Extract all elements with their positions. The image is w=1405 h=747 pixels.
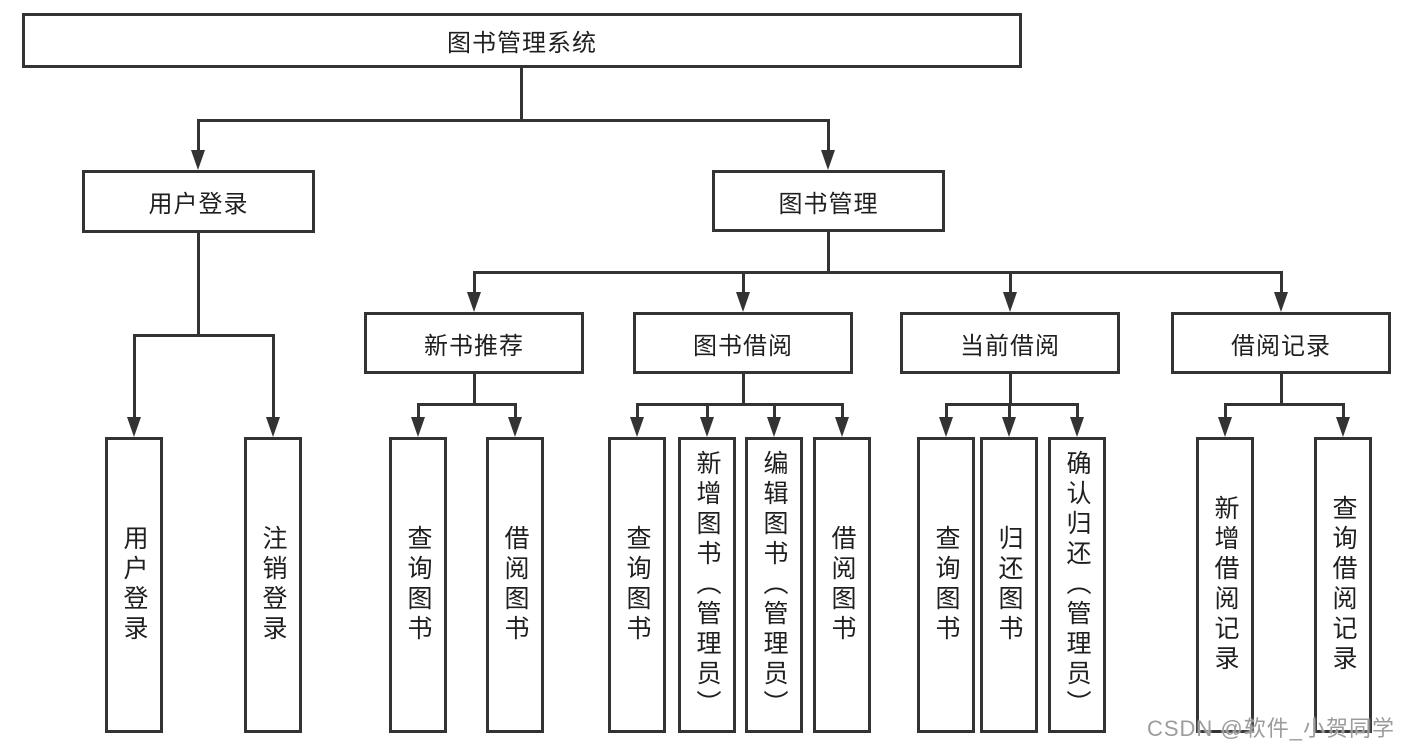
leaf-records-query-record: 查询借阅记录 <box>1314 437 1372 733</box>
connector-to-leaf-cur-confirm <box>1076 403 1079 419</box>
connector-to-leaf-logout <box>272 334 275 419</box>
connector-to-borrow-records <box>1280 271 1283 295</box>
connector-to-book-borrow <box>742 271 745 295</box>
node-root: 图书管理系统 <box>22 13 1022 68</box>
connector-new-book-recommend-stem <box>473 372 476 405</box>
connector-to-current-borrow <box>1009 271 1012 295</box>
node-current-borrow: 当前借阅 <box>900 312 1120 374</box>
node-book-management: 图书管理 <box>712 170 945 232</box>
arrowhead-leaf-logout-icon <box>266 417 280 437</box>
connector-to-leaf-login <box>133 334 136 419</box>
connector-user-login-branch <box>133 334 275 337</box>
leaf-borrow-edit-books-admin: 编辑图书（管理员） <box>745 437 803 733</box>
node-new-book-recommend: 新书推荐 <box>364 312 584 374</box>
arrowhead-leaf-login-icon <box>127 417 141 437</box>
arrowhead-leaf-recd-add-icon <box>1218 417 1232 437</box>
connector-to-leaf-rec-query <box>417 403 420 419</box>
arrowhead-leaf-rec-query-icon <box>411 417 425 437</box>
leaf-recommend-borrow-books: 借阅图书 <box>486 437 544 733</box>
arrowhead-book-borrow-icon <box>736 292 750 312</box>
arrowhead-current-borrow-icon <box>1003 292 1017 312</box>
arrowhead-new-book-recommend-icon <box>467 292 481 312</box>
node-borrow-records: 借阅记录 <box>1171 312 1391 374</box>
node-book-borrow: 图书借阅 <box>633 312 853 374</box>
leaf-current-confirm-return-admin: 确认归还（管理员） <box>1048 437 1106 733</box>
leaf-records-add-record: 新增借阅记录 <box>1196 437 1254 733</box>
connector-book-management-branch <box>473 271 1283 274</box>
connector-to-book-management <box>827 119 830 153</box>
connector-to-leaf-cur-return <box>1008 403 1011 419</box>
connector-to-leaf-bor-add <box>706 403 709 419</box>
connector-to-leaf-bor-query <box>636 403 639 419</box>
leaf-borrow-query-books: 查询图书 <box>608 437 666 733</box>
connector-root-stem <box>520 68 523 121</box>
connector-to-leaf-cur-query <box>945 403 948 419</box>
arrowhead-leaf-cur-return-icon <box>1002 417 1016 437</box>
connector-to-leaf-rec-borrow <box>514 403 517 419</box>
leaf-current-return-books: 归还图书 <box>980 437 1038 733</box>
connector-to-leaf-recd-query <box>1342 403 1345 419</box>
connector-current-borrow-branch <box>945 403 1079 406</box>
connector-borrow-records-stem <box>1280 372 1283 405</box>
leaf-recommend-query-books: 查询图书 <box>389 437 447 733</box>
arrowhead-leaf-cur-query-icon <box>939 417 953 437</box>
connector-user-login-stem <box>197 231 200 336</box>
arrowhead-leaf-bor-query-icon <box>630 417 644 437</box>
connector-to-leaf-bor-borrow <box>841 403 844 419</box>
connector-new-book-recommend-branch <box>417 403 517 406</box>
connector-root-branch <box>197 119 830 122</box>
node-user-login: 用户登录 <box>82 170 315 233</box>
watermark-text: CSDN @软件_小贺同学 <box>1146 716 1395 741</box>
arrowhead-leaf-bor-edit-icon <box>767 417 781 437</box>
leaf-logout: 注销登录 <box>244 437 302 733</box>
leaf-user-login: 用户登录 <box>105 437 163 733</box>
connector-to-user-login <box>197 119 200 153</box>
arrowhead-user-login-icon <box>191 150 205 170</box>
leaf-borrow-add-books-admin: 新增图书（管理员） <box>678 437 736 733</box>
connector-to-leaf-recd-add <box>1224 403 1227 419</box>
leaf-borrow-borrow-books: 借阅图书 <box>813 437 871 733</box>
arrowhead-book-management-icon <box>821 150 835 170</box>
arrowhead-borrow-records-icon <box>1274 292 1288 312</box>
connector-borrow-records-branch <box>1224 403 1345 406</box>
connector-book-borrow-branch <box>636 403 844 406</box>
arrowhead-leaf-rec-borrow-icon <box>508 417 522 437</box>
connector-to-new-book-recommend <box>473 271 476 295</box>
connector-book-borrow-stem <box>742 372 745 405</box>
connector-current-borrow-stem <box>1009 372 1012 405</box>
arrowhead-leaf-bor-add-icon <box>700 417 714 437</box>
arrowhead-leaf-recd-query-icon <box>1336 417 1350 437</box>
leaf-current-query-books: 查询图书 <box>917 437 975 733</box>
arrowhead-leaf-bor-borrow-icon <box>835 417 849 437</box>
connector-to-leaf-bor-edit <box>773 403 776 419</box>
arrowhead-leaf-cur-confirm-icon <box>1070 417 1084 437</box>
connector-book-management-stem <box>827 230 830 273</box>
